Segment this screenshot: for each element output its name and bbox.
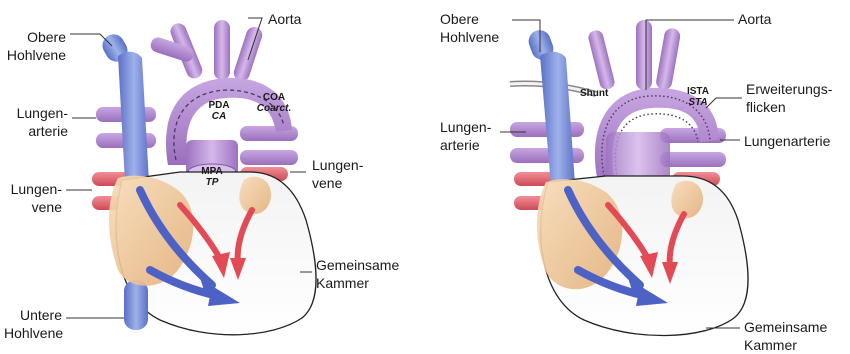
label-line: Erweiterungs-	[746, 80, 832, 98]
label-line: Gemeinsame	[744, 318, 827, 336]
tag-pda: PDA CA	[206, 100, 232, 122]
tag-line: MPA	[198, 166, 226, 177]
tag-mpa: MPA TP	[198, 166, 226, 188]
tag-italic: Coarct.	[257, 103, 291, 114]
right-aorta	[587, 20, 718, 196]
right-heart	[500, 20, 748, 336]
left-heart	[66, 18, 316, 335]
label-line: Gemeinsame	[316, 256, 399, 274]
tag-italic: TP	[206, 177, 219, 188]
label-lungenarterie-left: Lungen- arterie	[4, 104, 68, 140]
label-gemeinsame-kammer-right: Gemeinsame Kammer	[744, 318, 827, 354]
label-line: Lungen-	[312, 156, 363, 174]
left-inferior-vena-cava	[124, 280, 148, 330]
label-line: Hohlvene	[4, 324, 62, 342]
label-line: Kammer	[744, 336, 827, 354]
tag-ista: ISTA STA	[684, 86, 712, 108]
tag-coa: COA Coarct.	[254, 92, 294, 114]
tag-line-italic: CA	[206, 111, 232, 122]
label-erweiterungsflicken: Erweiterungs- flicken	[746, 80, 832, 116]
label-aorta-right: Aorta	[738, 10, 771, 28]
label-line: Untere	[4, 306, 62, 324]
label-line: Hohlvene	[440, 28, 499, 46]
label-line: Hohlvene	[4, 46, 66, 64]
label-line: Kammer	[316, 274, 399, 292]
label-obere-hohlvene-right: Obere Hohlvene	[440, 10, 499, 46]
label-line: Lungen-	[4, 180, 62, 198]
tag-line-italic: Coarct.	[254, 103, 294, 114]
tag-italic: STA	[688, 97, 707, 108]
label-obere-hohlvene-left: Obere Hohlvene	[4, 28, 66, 64]
label-line: Lungen-	[4, 104, 68, 122]
label-line: flicken	[746, 98, 832, 116]
label-gemeinsame-kammer-left: Gemeinsame Kammer	[316, 256, 399, 292]
label-lungenvene-left: Lungen- vene	[4, 180, 62, 216]
tag-line: ISTA	[684, 86, 712, 97]
label-lungenarterie-right-left: Lungen- arterie	[440, 118, 491, 154]
tag-shunt: Shunt	[580, 88, 608, 99]
label-lungenarterie-right-right: Lungenarterie	[744, 132, 830, 150]
tag-italic: CA	[212, 111, 226, 122]
tag-line-italic: TP	[198, 177, 226, 188]
label-line: arterie	[440, 136, 491, 154]
label-line: vene	[312, 174, 363, 192]
tag-line: PDA	[206, 100, 232, 111]
tag-line: COA	[254, 92, 294, 103]
label-untere-hohlvene: Untere Hohlvene	[4, 306, 62, 342]
label-line: Lungen-	[440, 118, 491, 136]
label-line: arterie	[4, 122, 68, 140]
tag-line-italic: STA	[684, 97, 712, 108]
label-lungenvene-right-side: Lungen- vene	[312, 156, 363, 192]
label-line: Obere	[440, 10, 499, 28]
label-line: Obere	[4, 28, 66, 46]
label-aorta-left: Aorta	[268, 10, 301, 28]
label-line: vene	[4, 198, 62, 216]
